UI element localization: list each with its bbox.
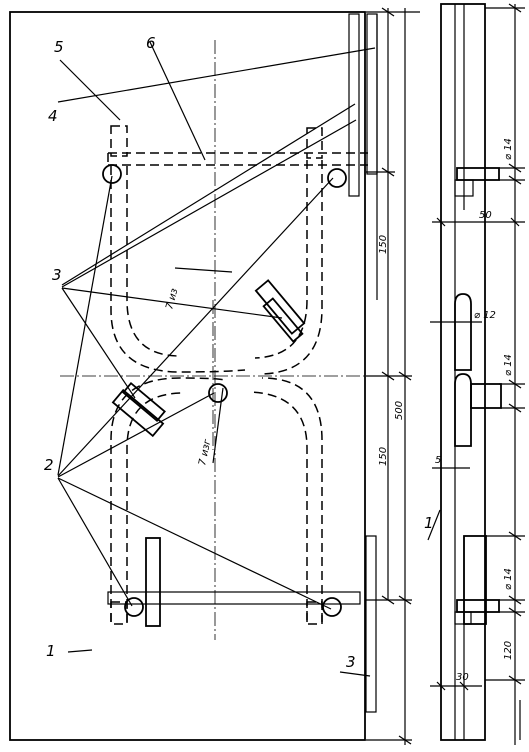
radius-leaders xyxy=(174,267,233,464)
callout-6: 6 xyxy=(146,34,156,52)
rods xyxy=(102,164,347,617)
callout-1: 1 xyxy=(46,642,56,660)
side-dia14-top: ⌀ 14 xyxy=(503,138,514,160)
center-lines xyxy=(60,40,380,640)
top-right-bracket xyxy=(306,127,323,159)
side-dia12: ⌀ 12 xyxy=(474,310,496,321)
callout-2: 2 xyxy=(44,456,54,474)
radius-label-top: 7 из xyxy=(164,287,180,310)
dim-150-bot: 150 xyxy=(378,447,389,466)
side-dim-30: 30 xyxy=(456,672,469,683)
upper-u-bend xyxy=(110,160,323,375)
callout-3: 3 xyxy=(52,266,62,284)
front-dimensions xyxy=(366,7,420,745)
dim-500: 500 xyxy=(394,401,405,420)
side-dim-120: 120 xyxy=(503,641,514,660)
leader-lines xyxy=(57,41,376,677)
side-dim-5: 5 xyxy=(435,455,441,466)
section-mark-1: 1 xyxy=(424,514,434,532)
top-bar xyxy=(107,152,368,166)
side-dia14-bot: ⌀ 14 xyxy=(503,568,514,590)
radius-label-bot: 7 изг xyxy=(197,438,213,467)
side-dia14-mid: ⌀ 14 xyxy=(503,354,514,376)
lower-u-bend xyxy=(110,377,323,625)
clamp-blocks xyxy=(111,279,306,627)
callout-5: 5 xyxy=(54,38,64,56)
right-strips xyxy=(348,13,378,713)
callout-3-bottom: 3 xyxy=(346,653,356,671)
side-dim-50: 50 xyxy=(479,210,492,221)
callout-4: 4 xyxy=(48,107,58,125)
dim-150-top: 150 xyxy=(378,235,389,254)
side-view-dimensions xyxy=(427,3,525,745)
top-left-bracket xyxy=(110,125,128,157)
bottom-bar xyxy=(107,591,361,605)
side-view xyxy=(440,3,502,741)
